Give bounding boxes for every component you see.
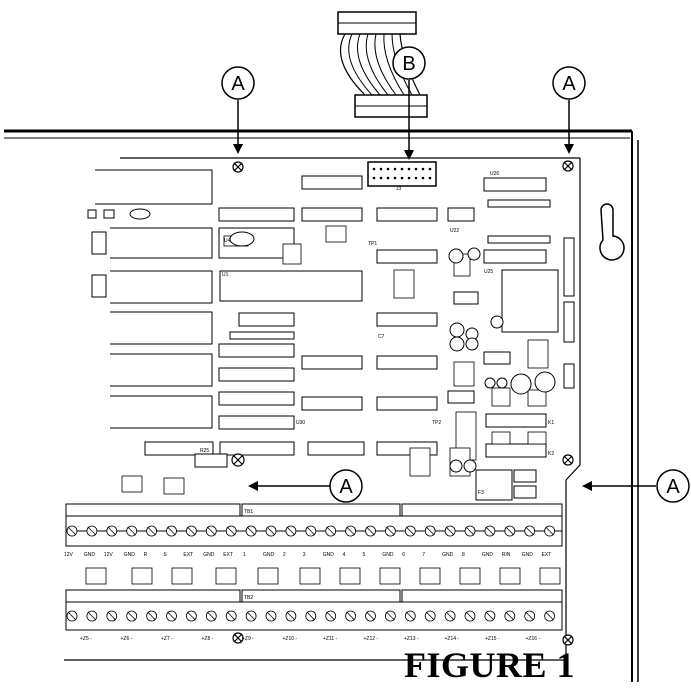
label-c7: C7 [378,334,385,340]
zone-label: +Z12 - [364,636,379,642]
label-tb1: TB1 [244,509,253,515]
zone-label: +Z6 - [121,636,133,642]
terminal-labels-upper: 12V GND 12V GND R S EXT GND EXT 1 GND 2 3 GND 4 5 GND 6 7 G… [64,552,551,558]
terminal-label: 2 [283,552,286,558]
j3-header [367,161,437,187]
enclosure-outline [4,129,639,682]
callout-a-top-right [552,66,586,100]
callout-a-mid-left [329,469,363,503]
terminal-label: 12V [64,552,74,558]
terminal-label: 6 [402,552,405,558]
terminal-label: S [164,552,168,558]
terminal-labels-lower: +Z5 - +Z6 - +Z7 - +Z8 - +Z9 - +Z10 - +Z11 - +Z1… [80,636,540,642]
label-u4: U4 [224,238,231,244]
mounting-hole-bottom-left [232,632,244,644]
terminal-strip-upper [65,503,563,547]
terminal-label: R [144,552,148,558]
figure-caption: FIGURE 1 [404,645,576,685]
terminal-label: GND [442,552,454,558]
terminal-screws-lower [66,610,555,622]
terminal-label: GND [522,552,534,558]
label-tp2: TP2 [432,420,441,426]
zone-label: +Z7 - [161,636,173,642]
callout-leaders [233,80,656,491]
capacitors [229,231,556,473]
zone-label: +Z11 - [323,636,338,642]
terminal-label: RIN [502,552,511,558]
callout-b [392,46,426,80]
label-u25: U25 [484,269,493,275]
terminal-label: GND [124,552,136,558]
left-edge-components [87,169,213,429]
terminal-label: 3 [303,552,306,558]
label-k1: K1 [548,420,554,426]
terminal-label: 8 [462,552,465,558]
callout-b-label: B [402,53,415,75]
label-tb2: TB2 [244,595,253,601]
label-tp1: TP1 [368,241,377,247]
callout-a-mid-right [656,469,690,503]
callout-a-label: A [666,476,680,498]
mounting-hole-bottom-right [562,634,574,646]
label-u26: U26 [490,171,499,177]
callout-letters: A A B A A [231,53,680,498]
zone-label: +Z13 - [404,636,419,642]
label-f3: F3 [478,490,484,496]
mounting-hole-mid-left [231,453,245,467]
terminal-label: 5 [363,552,366,558]
callout-a-label: A [339,476,353,498]
terminal-label: GND [382,552,394,558]
terminal-label: 4 [343,552,346,558]
label-u22: U22 [450,228,459,234]
terminal-label: EXT [542,552,552,558]
terminal-label: GND [203,552,215,558]
terminal-label: EXT [183,552,193,558]
terminal-label: EXT [223,552,233,558]
terminal-label: 7 [422,552,425,558]
zone-label: +Z5 - [80,636,92,642]
terminal-strip-lower [65,589,563,631]
label-j3: J3 [396,186,402,192]
zone-label: +Z10 - [283,636,298,642]
callout-a-top-left [221,66,255,100]
label-u30: U30 [296,420,305,426]
mounting-hole-mid-right [562,454,574,466]
terminal-label: GND [84,552,96,558]
zone-label: +Z16 - [526,636,541,642]
mounting-hole-top-left [232,161,244,173]
keyhole-mount-icon [599,203,625,261]
terminal-label: 1 [243,552,246,558]
terminal-label: GND [263,552,275,558]
zone-label: +Z15 - [485,636,500,642]
callout-a-label: A [231,73,245,95]
callout-bubbles [221,46,690,503]
right-headers [563,237,575,389]
terminal-label: 12V [104,552,114,558]
terminal-screws-upper [66,525,555,537]
zone-label: +Z14 - [445,636,460,642]
terminal-label: GND [482,552,494,558]
label-u1: U1 [222,272,229,278]
callout-a-label: A [562,73,576,95]
label-r25: R25 [200,448,209,454]
mounting-holes [231,160,574,646]
zone-connectors [85,567,561,585]
zone-label: +Z9 - [242,636,254,642]
terminal-label: GND [323,552,335,558]
ic-chips [144,175,559,501]
mounting-hole-top-right [562,160,574,172]
zone-label: +Z8 - [202,636,214,642]
board-silkscreen: U4 U1 J3 U26 U25 R25 TP1 TP2 U30 U22 C7 … [200,171,554,601]
label-k2: K2 [548,451,554,457]
